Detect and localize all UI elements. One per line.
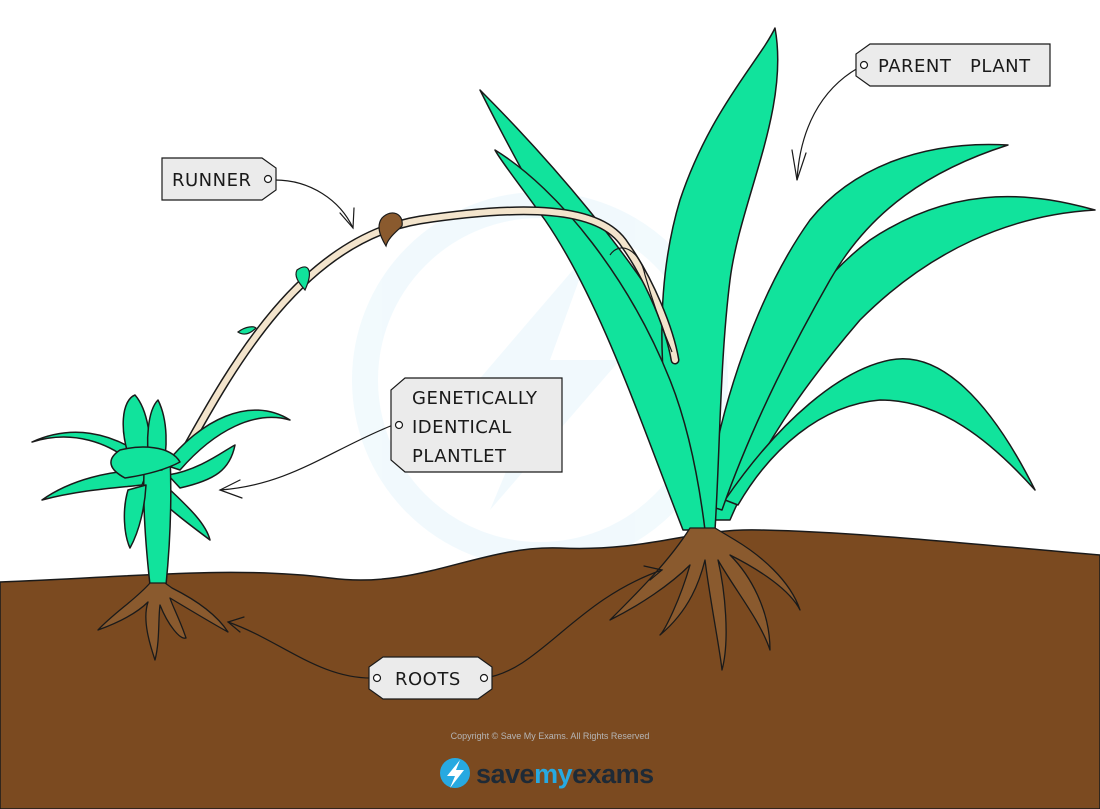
soil (0, 529, 1100, 809)
runner-bud (236, 326, 257, 335)
plantlet-leaf (167, 444, 236, 489)
arrow-roots-right (484, 569, 663, 679)
plantlet-label-line3: PLANTLET (412, 446, 507, 467)
parent-leaf (494, 149, 706, 531)
plantlet-label-line2: IDENTICAL (412, 417, 512, 438)
arrow-runner (274, 179, 354, 229)
plantlet-stem (143, 454, 172, 586)
label-tag-plantlet: GENETICALLY IDENTICAL PLANTLET (390, 377, 563, 473)
runner (175, 206, 680, 465)
runner-node (378, 212, 403, 248)
parent-plant-label: PARENT PLANT (878, 56, 1031, 77)
brand-logo: savemyexams (440, 758, 654, 789)
parent-leaf (724, 358, 1036, 506)
arrow-roots-left (227, 621, 376, 679)
plantlet-label-line1: GENETICALLY (412, 388, 538, 409)
parent-roots (609, 527, 801, 671)
runner-label: RUNNER (172, 170, 252, 191)
parent-leaf (705, 143, 1009, 511)
plantlet-leaf (41, 469, 149, 501)
plantlet-leaf (110, 446, 181, 479)
arrow-parent-plant (796, 67, 859, 181)
plantlet (31, 394, 291, 586)
label-tag-roots: ROOTS (368, 656, 493, 700)
arrowhead-plantlet (218, 479, 243, 499)
arrowhead-roots-left (226, 616, 245, 633)
arrow-plantlet (219, 424, 394, 491)
roots-label: ROOTS (395, 669, 461, 690)
label-tag-runner: RUNNER (161, 157, 277, 201)
label-tag-parent-plant: PARENT PLANT (855, 43, 1051, 87)
plantlet-roots (97, 582, 229, 661)
brand-exams: exams (572, 759, 654, 789)
brand-save: save (476, 759, 535, 789)
arrowhead-parent-plant (791, 149, 807, 181)
arrowhead-runner (339, 207, 355, 230)
annotation-arrows (218, 67, 859, 679)
svg-text:savemyexams: savemyexams (476, 759, 654, 789)
copyright-notice: Copyright © Save My Exams. All Rights Re… (451, 731, 650, 741)
parent-plant (479, 27, 1096, 531)
arrowhead-roots-right (643, 565, 664, 581)
runner-bud (295, 266, 310, 292)
brand-my: my (534, 759, 573, 789)
plantlet-leaf (123, 484, 147, 549)
